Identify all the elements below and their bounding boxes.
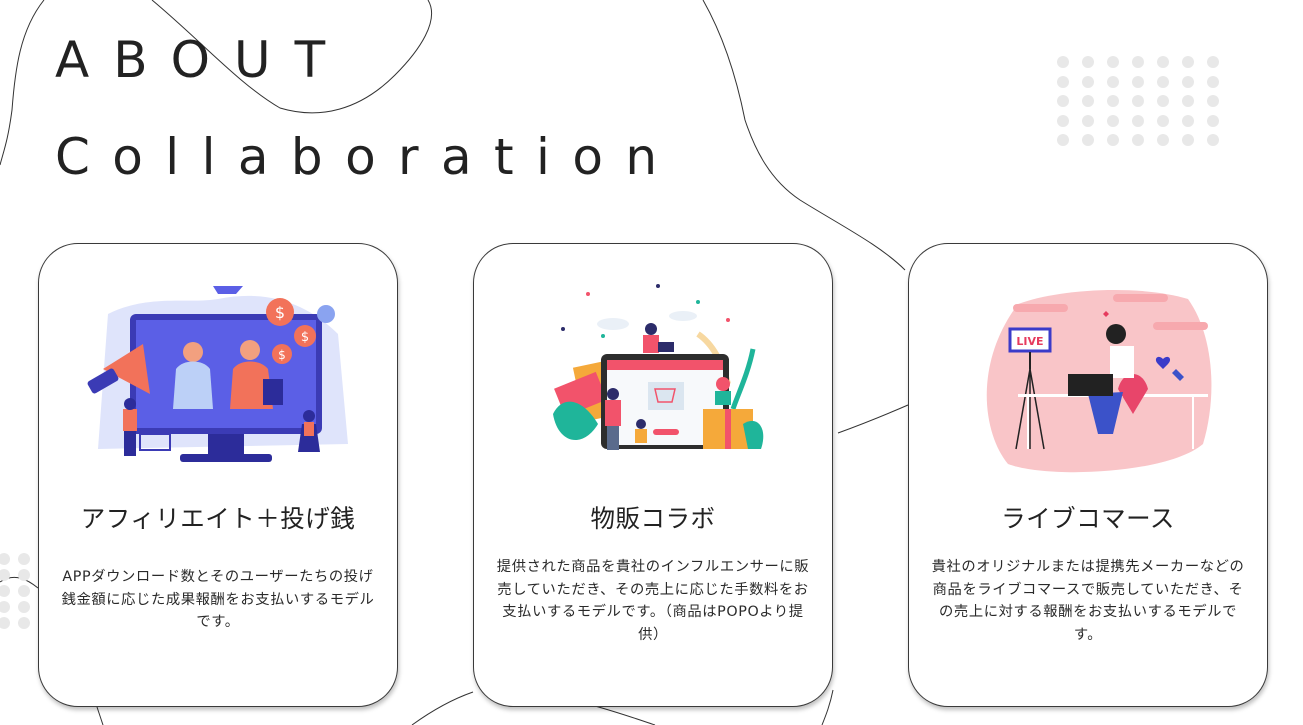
handshake-monitor-illustration: $ $ $ [87, 286, 348, 462]
decorative-dot-grid [1057, 56, 1232, 154]
card-title: 物販コラボ [590, 504, 716, 533]
card-description: APPダウンロード数とそのユーザーたちの投げ銭金額に応じた成果報酬をお支払いする… [61, 569, 375, 630]
svg-text:$: $ [301, 330, 309, 345]
decorative-dot-grid-left [0, 553, 38, 633]
collab-card-live-commerce: LIVE ライブコマース 貴社のオリジナルまたは提携先メーカーなどの商品をライブ… [908, 243, 1268, 707]
card-title: ライブコマース [1001, 504, 1175, 533]
live-streaming-illustration: LIVE [986, 289, 1212, 473]
page-heading-about: ABOUT [55, 31, 350, 89]
svg-text:LIVE: LIVE [1016, 335, 1043, 348]
svg-text:$: $ [278, 348, 286, 362]
online-shopping-illustration [553, 284, 764, 450]
card-description: 貴社のオリジナルまたは提携先メーカーなどの商品をライブコマースで販売していただき… [931, 559, 1245, 643]
collab-card-affiliate: $ $ $ アフィリエイト＋投げ銭 APPダウンロード数とそのユーザーたちの投げ… [38, 243, 398, 707]
card-description: 提供された商品を貴社のインフルエンサーに販売していただき、その売上に応じた手数料… [496, 559, 810, 643]
page-heading-collaboration: Collaboration [55, 128, 680, 186]
card-title: アフィリエイト＋投げ銭 [80, 504, 356, 533]
svg-text:$: $ [275, 303, 285, 322]
collab-card-merchandise: 物販コラボ 提供された商品を貴社のインフルエンサーに販売していただき、その売上に… [473, 243, 833, 707]
